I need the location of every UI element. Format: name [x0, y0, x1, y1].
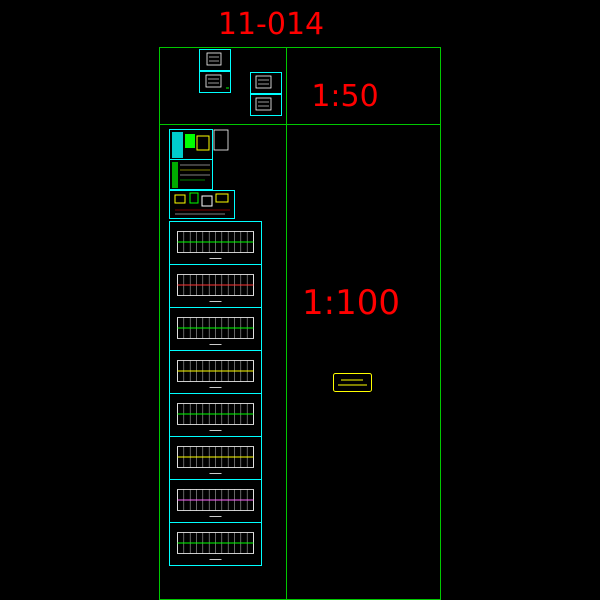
detail-sheet[interactable]	[250, 72, 282, 94]
drawing-number: 11-014	[218, 7, 324, 42]
note-box[interactable]	[333, 373, 372, 392]
plan-sheet[interactable]	[169, 393, 262, 437]
plan-sheets	[169, 221, 262, 566]
notes-sheet[interactable]	[169, 159, 213, 190]
legend-sheet[interactable]	[169, 190, 235, 219]
detail-sheet[interactable]	[250, 94, 282, 116]
plan-sheet[interactable]	[169, 522, 262, 566]
notes-sheets	[169, 129, 235, 219]
scale-label-lower: 1:100	[302, 283, 400, 323]
detail-sheet[interactable]	[199, 49, 231, 71]
scale-label-upper: 1:50	[311, 79, 378, 114]
plan-sheet[interactable]	[169, 479, 262, 523]
detail-sheets	[199, 49, 282, 116]
detail-sheet[interactable]	[199, 71, 231, 93]
